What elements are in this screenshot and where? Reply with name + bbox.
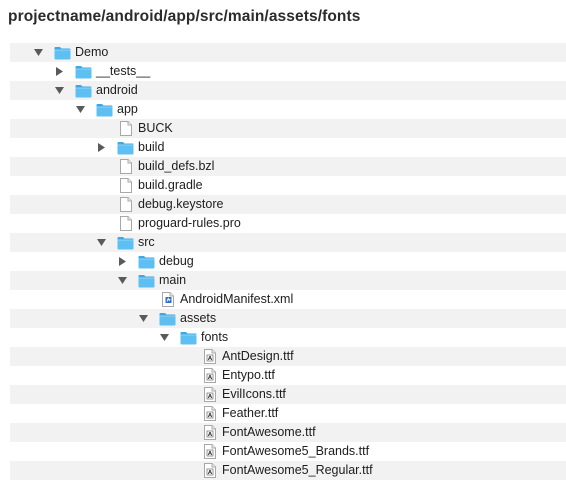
folder-icon: [75, 64, 92, 79]
svg-text:A: A: [207, 356, 212, 362]
folder-icon: [138, 273, 155, 288]
file-row-buck[interactable]: BUCK: [10, 119, 566, 138]
file-row-debug-keystore[interactable]: debug.keystore: [10, 195, 566, 214]
folder-icon: [180, 330, 197, 345]
folder-icon: [54, 45, 71, 60]
tree-item-label: BUCK: [138, 121, 173, 135]
tree-item-label: __tests__: [96, 64, 151, 78]
disclosure-collapsed-icon[interactable]: [116, 252, 128, 271]
folder-icon: [159, 311, 176, 326]
folder-row-debug[interactable]: debug: [10, 252, 566, 271]
xml-file-icon: [159, 292, 176, 307]
folder-icon: [75, 83, 92, 98]
folder-icon: [96, 102, 113, 117]
folder-icon: [117, 235, 134, 250]
file-row-build-gradle[interactable]: build.gradle: [10, 176, 566, 195]
tree-item-label: debug.keystore: [138, 197, 224, 211]
folder-row-main[interactable]: main: [10, 271, 566, 290]
svg-text:A: A: [207, 394, 212, 400]
disclosure-collapsed-icon[interactable]: [53, 62, 65, 81]
disclosure-expanded-icon[interactable]: [95, 233, 107, 252]
file-icon: [117, 121, 134, 136]
folder-row-tests[interactable]: __tests__: [10, 62, 566, 81]
tree-item-label: Demo: [75, 45, 109, 59]
file-row-androidmanifest-xml[interactable]: AndroidManifest.xml: [10, 290, 566, 309]
file-row-fontawesome-ttf[interactable]: A FontAwesome.ttf: [10, 423, 566, 442]
disclosure-expanded-icon[interactable]: [137, 309, 149, 328]
disclosure-expanded-icon[interactable]: [74, 100, 86, 119]
disclosure-expanded-icon[interactable]: [158, 328, 170, 347]
folder-row-android[interactable]: android: [10, 81, 566, 100]
svg-text:A: A: [207, 470, 212, 476]
svg-text:A: A: [207, 451, 212, 457]
font-file-icon: A: [201, 444, 218, 459]
tree-item-label: FontAwesome5_Regular.ttf: [222, 463, 373, 477]
svg-text:A: A: [207, 432, 212, 438]
folder-row-assets[interactable]: assets: [10, 309, 566, 328]
folder-row-src[interactable]: src: [10, 233, 566, 252]
folder-row-demo[interactable]: Demo: [10, 43, 566, 62]
folder-icon: [117, 140, 134, 155]
folder-row-app[interactable]: app: [10, 100, 566, 119]
tree-item-label: assets: [180, 311, 217, 325]
font-file-icon: A: [201, 406, 218, 421]
file-row-proguard-rules-pro[interactable]: proguard-rules.pro: [10, 214, 566, 233]
file-row-build-defs-bzl[interactable]: build_defs.bzl: [10, 157, 566, 176]
file-row-feather-ttf[interactable]: A Feather.ttf: [10, 404, 566, 423]
font-file-icon: A: [201, 463, 218, 478]
font-file-icon: A: [201, 425, 218, 440]
tree-item-label: app: [117, 102, 138, 116]
folder-icon: [138, 254, 155, 269]
tree-item-label: build.gradle: [138, 178, 203, 192]
tree-item-label: main: [159, 273, 187, 287]
file-icon: [117, 178, 134, 193]
file-row-fontawesome5-regular-ttf[interactable]: A FontAwesome5_Regular.ttf: [10, 461, 566, 480]
disclosure-expanded-icon[interactable]: [53, 81, 65, 100]
file-icon: [117, 197, 134, 212]
tree-item-label: FontAwesome.ttf: [222, 425, 316, 439]
tree-item-label: debug: [159, 254, 194, 268]
file-row-antdesign-ttf[interactable]: A AntDesign.ttf: [10, 347, 566, 366]
tree-item-label: AntDesign.ttf: [222, 349, 294, 363]
tree-item-label: proguard-rules.pro: [138, 216, 241, 230]
tree-item-label: FontAwesome5_Brands.ttf: [222, 444, 370, 458]
file-icon: [117, 216, 134, 231]
tree-item-label: AndroidManifest.xml: [180, 292, 294, 306]
font-file-icon: A: [201, 368, 218, 383]
file-row-fontawesome5-brands-ttf[interactable]: A FontAwesome5_Brands.ttf: [10, 442, 566, 461]
folder-row-build[interactable]: build: [10, 138, 566, 157]
tree-item-label: EvilIcons.ttf: [222, 387, 286, 401]
disclosure-expanded-icon[interactable]: [32, 43, 44, 62]
file-row-entypo-ttf[interactable]: A Entypo.ttf: [10, 366, 566, 385]
disclosure-collapsed-icon[interactable]: [95, 138, 107, 157]
svg-text:A: A: [207, 413, 212, 419]
page-title: projectname/android/app/src/main/assets/…: [8, 8, 361, 25]
tree-item-label: Feather.ttf: [222, 406, 279, 420]
tree-item-label: android: [96, 83, 138, 97]
file-icon: [117, 159, 134, 174]
file-row-evilicons-ttf[interactable]: A EvilIcons.ttf: [10, 385, 566, 404]
tree-item-label: Entypo.ttf: [222, 368, 275, 382]
disclosure-expanded-icon[interactable]: [116, 271, 128, 290]
tree-item-label: build: [138, 140, 165, 154]
tree-item-label: fonts: [201, 330, 229, 344]
folder-row-fonts[interactable]: fonts: [10, 328, 566, 347]
font-file-icon: A: [201, 349, 218, 364]
tree-item-label: build_defs.bzl: [138, 159, 215, 173]
font-file-icon: A: [201, 387, 218, 402]
svg-text:A: A: [207, 375, 212, 381]
tree-item-label: src: [138, 235, 155, 249]
